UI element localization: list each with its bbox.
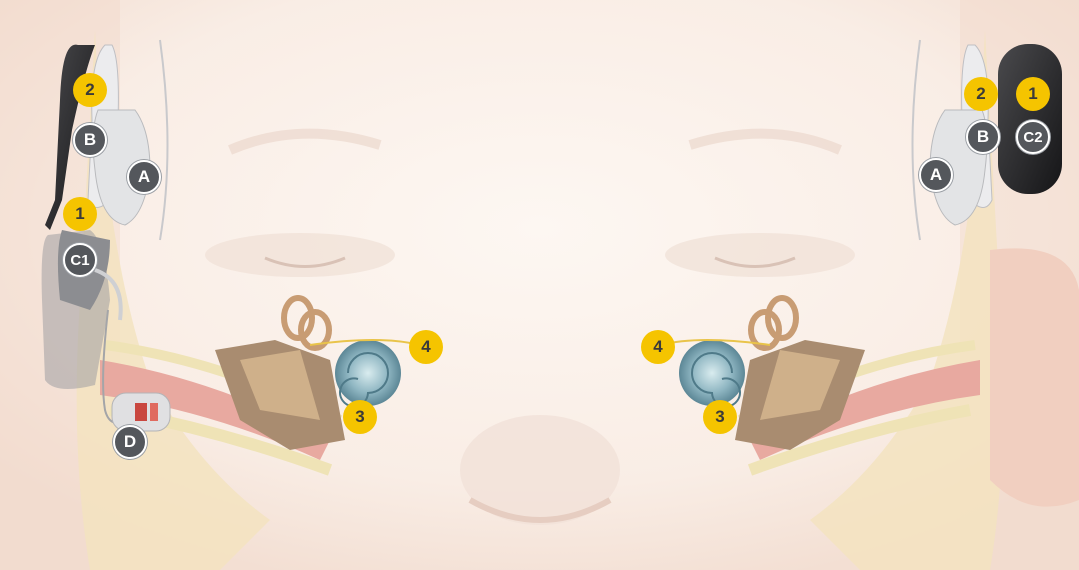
left-label-a: A — [127, 160, 161, 194]
left-label-b: B — [73, 123, 107, 157]
right-label-b: B — [966, 120, 1000, 154]
right-processor-c2 — [998, 44, 1062, 194]
left-label-4: 4 — [409, 330, 443, 364]
right-label-1: 1 — [1016, 77, 1050, 111]
left-label-1: 1 — [63, 197, 97, 231]
left-label-2: 2 — [73, 73, 107, 107]
right-label-2: 2 — [964, 77, 998, 111]
right-outer-ear — [990, 248, 1079, 506]
right-label-c2: C2 — [1016, 120, 1050, 154]
left-label-3: 3 — [343, 400, 377, 434]
right-label-3: 3 — [703, 400, 737, 434]
right-label-4: 4 — [641, 330, 675, 364]
left-eye-shade — [205, 233, 395, 277]
left-label-c1: C1 — [63, 243, 97, 277]
right-label-a: A — [919, 158, 953, 192]
left-label-d: D — [113, 425, 147, 459]
right-eye-shade — [665, 233, 855, 277]
